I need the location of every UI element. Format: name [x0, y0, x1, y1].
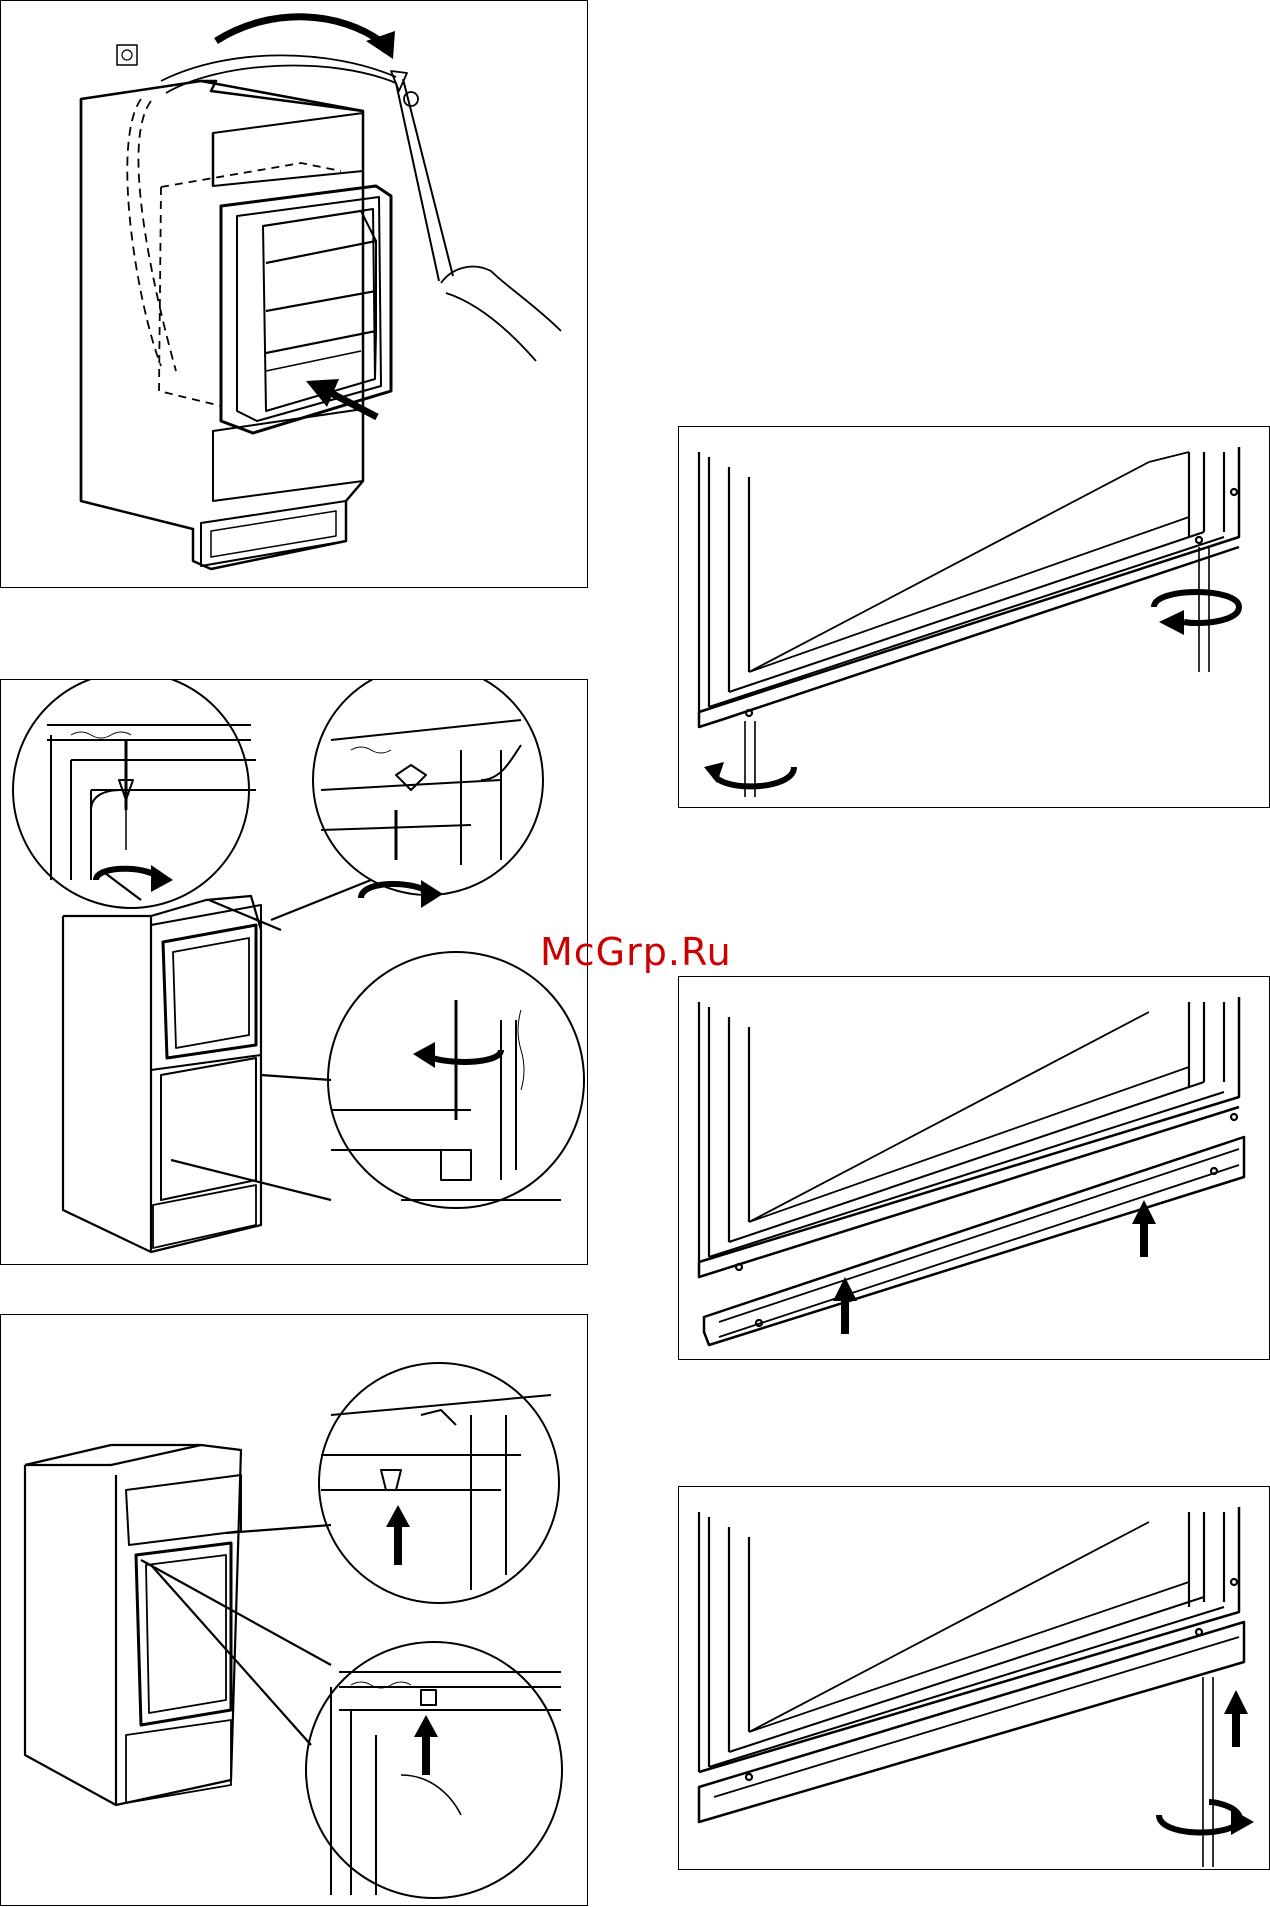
panel-insert-appliance: [0, 0, 588, 588]
door-rail-push-up-illustration: [679, 977, 1270, 1361]
panel-brackets-push-up: [0, 1314, 588, 1906]
panel-door-rail-tighten: [678, 1486, 1270, 1870]
watermark-text: McGrp.Ru: [540, 930, 732, 974]
panel-door-rail-push-up: [678, 976, 1270, 1360]
fixing-screws-illustration: [1, 680, 589, 1266]
panel-fixing-screws: [0, 679, 588, 1265]
brackets-push-up-illustration: [1, 1315, 589, 1907]
panel-door-rail-unscrew: [678, 426, 1270, 808]
door-rail-tighten-illustration: [679, 1487, 1270, 1871]
door-rail-unscrew-illustration: [679, 427, 1270, 809]
insert-appliance-illustration: [1, 1, 589, 589]
